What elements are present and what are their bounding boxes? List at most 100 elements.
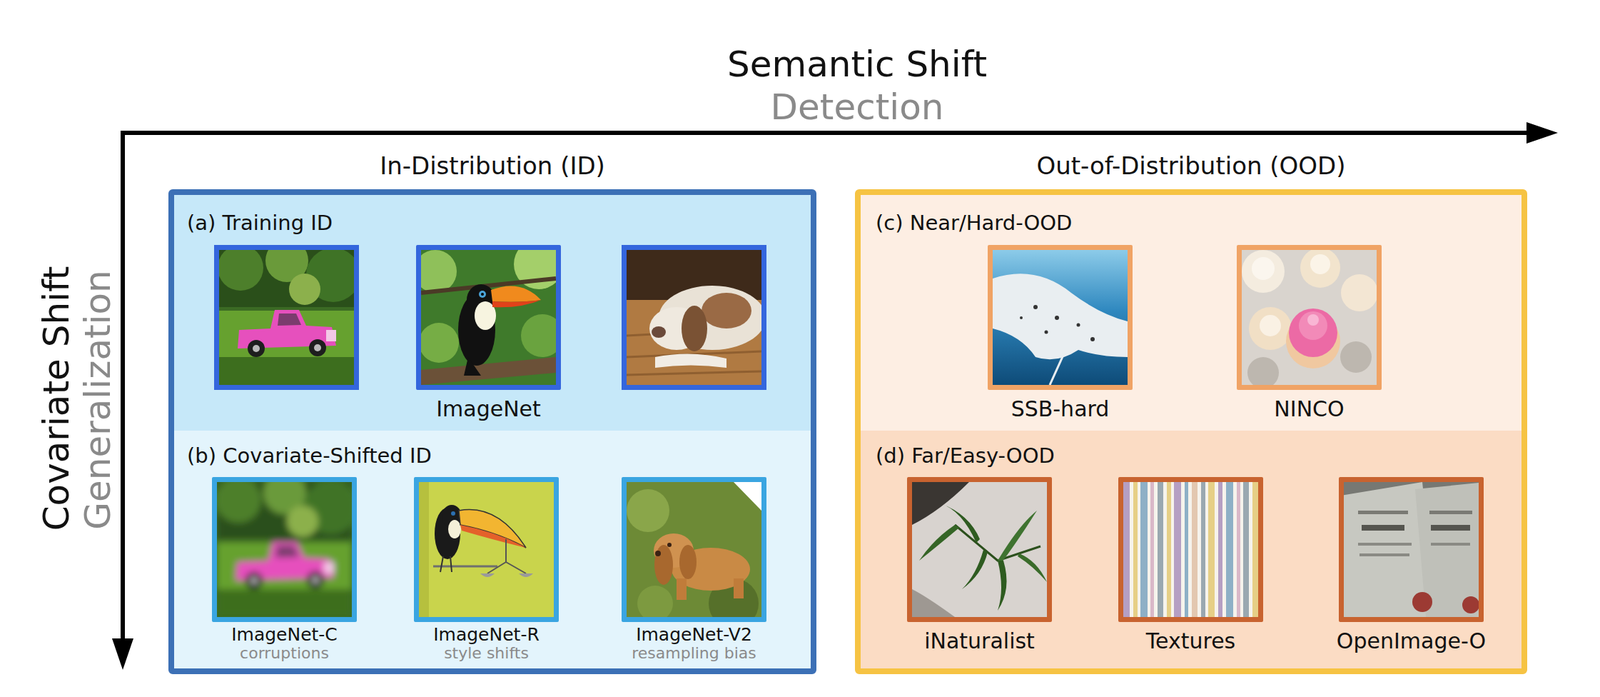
golden-spaniel-photo [654,544,673,585]
cartoon-toucan-photo [418,481,554,617]
toucan-photo [421,322,459,363]
certificate-photo [1462,595,1479,614]
sample-image: iNaturalist [907,476,1052,622]
axis-arrows [112,122,1558,670]
golden-spaniel-photo [676,578,687,600]
category-band: (a) Training IDImageNet [174,194,811,431]
manta-ray-photo [1054,315,1060,320]
cupcakes-photo [1340,341,1372,373]
stripes-photo [1243,481,1249,617]
stripes-photo [1226,481,1234,617]
stripes-photo [1218,481,1223,617]
toucan-photo [490,285,541,302]
cupcakes-photo [1241,247,1379,389]
cupcakes-photo [1307,314,1319,326]
stripes-photo [1123,481,1259,617]
cartoon-toucan-photo [448,519,462,539]
toucan-photo [421,249,556,385]
leaves-photo [961,549,988,589]
dataset-caption: iNaturalist [924,628,1035,654]
cartoon-toucan-photo [460,524,526,548]
cupcakes-photo [1247,356,1279,385]
leaves-photo [919,524,960,561]
category-band: (c) Near/Hard-OODSSB-hardNINCO [860,194,1522,431]
stripes-photo [1123,481,1130,617]
category-grounds [171,191,814,432]
panel-heading: In-Distribution (ID) [379,151,606,181]
axis-arrows [112,638,134,670]
category-grounds [857,430,1525,671]
stripes-photo [1123,481,1259,617]
certificate-photo [1429,510,1473,514]
manta-ray-photo [1044,330,1049,334]
stripes-photo [1166,481,1172,617]
shift-caption: style shifts [443,644,529,662]
cupcakes-photo [1340,274,1377,312]
stripes-photo [1184,481,1189,617]
sample-image: OpenImage-O [1338,476,1484,622]
axis-arrows [122,132,1531,641]
cupcakes-photo [1251,256,1275,280]
certificate-photo [1430,542,1471,546]
spaniel-tile [681,305,708,352]
certificate-photo [1430,524,1471,531]
sample-image: NINCO [1236,244,1382,390]
dataset-caption: NINCO [1273,396,1344,422]
certificate-photo [1358,542,1412,546]
heading-holder: In-Distribution (ID) [174,151,811,181]
dataset-caption: ImageNet-C [231,624,338,645]
toucan-photo [480,292,484,296]
toucan-photo [421,356,556,385]
sample-image: ImageNet-Rstyle shifts [413,476,559,622]
leaves-photo [997,560,1007,611]
golden-spaniel-photo [655,550,661,556]
sample-image: ImageNet [416,244,561,390]
stripes-photo [1150,481,1154,617]
cartoon-toucan-photo [418,481,554,617]
leaves-photo [912,481,1047,617]
manta-ray-photo [1049,353,1065,385]
axis-title-holder: Semantic Shift [727,46,987,83]
dataset-caption: ImageNet-V2 [635,624,753,645]
toucan-photo [413,239,564,385]
category-grounds [171,430,814,671]
golden-spaniel-photo [733,481,762,511]
shift-caption: resampling bias [631,644,757,662]
certificate-photo [1359,553,1410,556]
stripes-photo [1123,481,1259,617]
stripes-photo [1173,481,1182,617]
stripes-photo [1236,481,1241,617]
truck-tile [216,247,357,388]
blurred-truck-photo [216,481,352,617]
caption-holder: ImageNet-V2resampling bias [578,624,810,662]
category-band: (b) Covariate-Shifted IDImageNet-Ccorrup… [174,430,811,668]
toucan-photo [520,314,556,357]
manta-ray-photo [992,249,1128,385]
blurred-truck-photo [215,471,359,617]
cartoon-toucan-photo [433,565,498,568]
golden-spaniel-photo [733,578,744,599]
dataset-caption: ImageNet-R [433,624,540,645]
dataset-caption: OpenImage-O [1336,628,1486,654]
leaves-photo [1017,553,1047,582]
manta-ray-photo [1033,304,1038,310]
leaves-photo [912,588,955,617]
golden-spaniel-photo [679,544,697,579]
leaves-photo [954,524,1041,561]
caption-holder: ImageNet-Rstyle shifts [371,624,602,662]
cartoon-toucan-photo [518,573,534,577]
toucan-photo [478,290,486,298]
caption-holder: SSB-hard [944,396,1176,422]
leaves-photo [912,481,1047,617]
cupcakes-photo [1298,311,1328,340]
caption-holder: NINCO [1193,396,1425,422]
dataset-caption: ImageNet [436,396,541,422]
dataset-caption: SSB-hard [1011,396,1110,422]
stripes-photo [1133,481,1138,617]
panel-heading: Out-of-Distribution (OOD) [1036,151,1346,181]
axis-arrows [1526,122,1558,144]
certificate-photo [1358,510,1409,514]
cartoon-toucan-photo [458,509,526,548]
axis-subtitle: Detection [770,89,945,125]
sample-image: ImageNet-Ccorruptions [211,476,357,622]
